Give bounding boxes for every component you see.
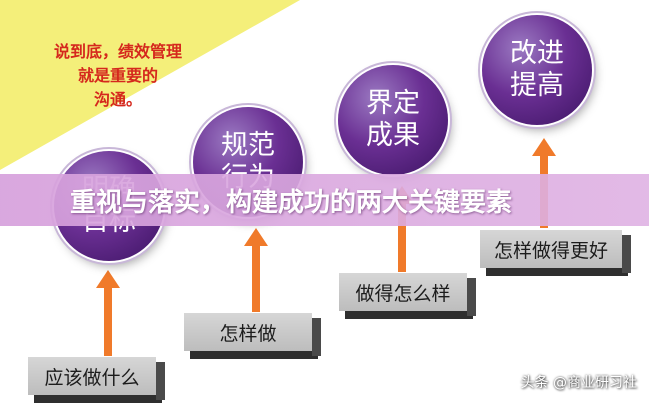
step-3-box: 做得怎么样 bbox=[339, 273, 473, 319]
banner-title: 重视与落实，构建成功的两大关键要素 bbox=[70, 187, 513, 218]
step-3-circle: 界定 成果 bbox=[338, 65, 448, 175]
step-4-circle-line-1: 改进 bbox=[510, 38, 564, 69]
up-arrow-icon bbox=[244, 228, 268, 312]
quote-line-2: 就是重要的 bbox=[77, 66, 158, 85]
step-3-circle-line-2: 成果 bbox=[366, 120, 420, 151]
step-1-box: 应该做什么 bbox=[28, 357, 162, 403]
up-arrow-icon bbox=[390, 186, 414, 272]
step-4-box: 怎样做得更好 bbox=[480, 230, 628, 276]
quote-line-3: 沟通。 bbox=[93, 90, 142, 109]
step-4-circle-line-2: 提高 bbox=[510, 70, 564, 101]
step-3-circle-line-1: 界定 bbox=[366, 88, 420, 119]
title-banner: 重视与落实，构建成功的两大关键要素 bbox=[0, 174, 649, 226]
quote-text: 说到底，绩效管理 就是重要的 沟通。 bbox=[18, 40, 218, 112]
up-arrow-icon bbox=[96, 270, 120, 356]
step-2-circle-line-1: 规范 bbox=[221, 130, 275, 161]
watermark: 头条 @商业研习社 bbox=[520, 375, 637, 391]
step-2-box: 怎样做 bbox=[184, 313, 318, 359]
quote-line-1: 说到底，绩效管理 bbox=[53, 42, 182, 61]
step-4-circle: 改进 提高 bbox=[482, 15, 592, 125]
